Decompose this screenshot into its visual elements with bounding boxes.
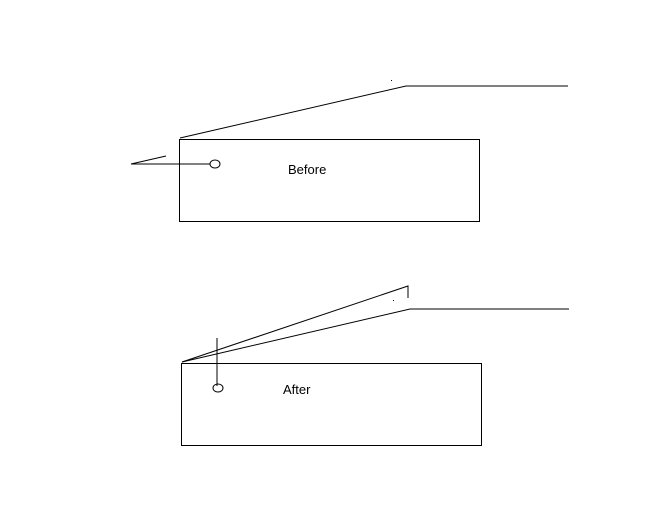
after-pivot-circle: [212, 383, 224, 393]
before-label: Before: [288, 162, 326, 177]
before-rod-tip: [130, 155, 167, 165]
after-lid-line: [181, 308, 569, 363]
before-lid-line: [179, 85, 568, 139]
after-stray-dot: [393, 300, 394, 301]
before-stray-dot: [391, 80, 392, 81]
after-raised-lid-line: [181, 285, 409, 363]
before-group: Before: [130, 80, 568, 222]
before-box: [179, 139, 480, 222]
after-box: [181, 363, 482, 446]
before-pivot-circle: [209, 159, 221, 169]
after-group: After: [181, 285, 569, 446]
after-label: After: [283, 382, 311, 397]
